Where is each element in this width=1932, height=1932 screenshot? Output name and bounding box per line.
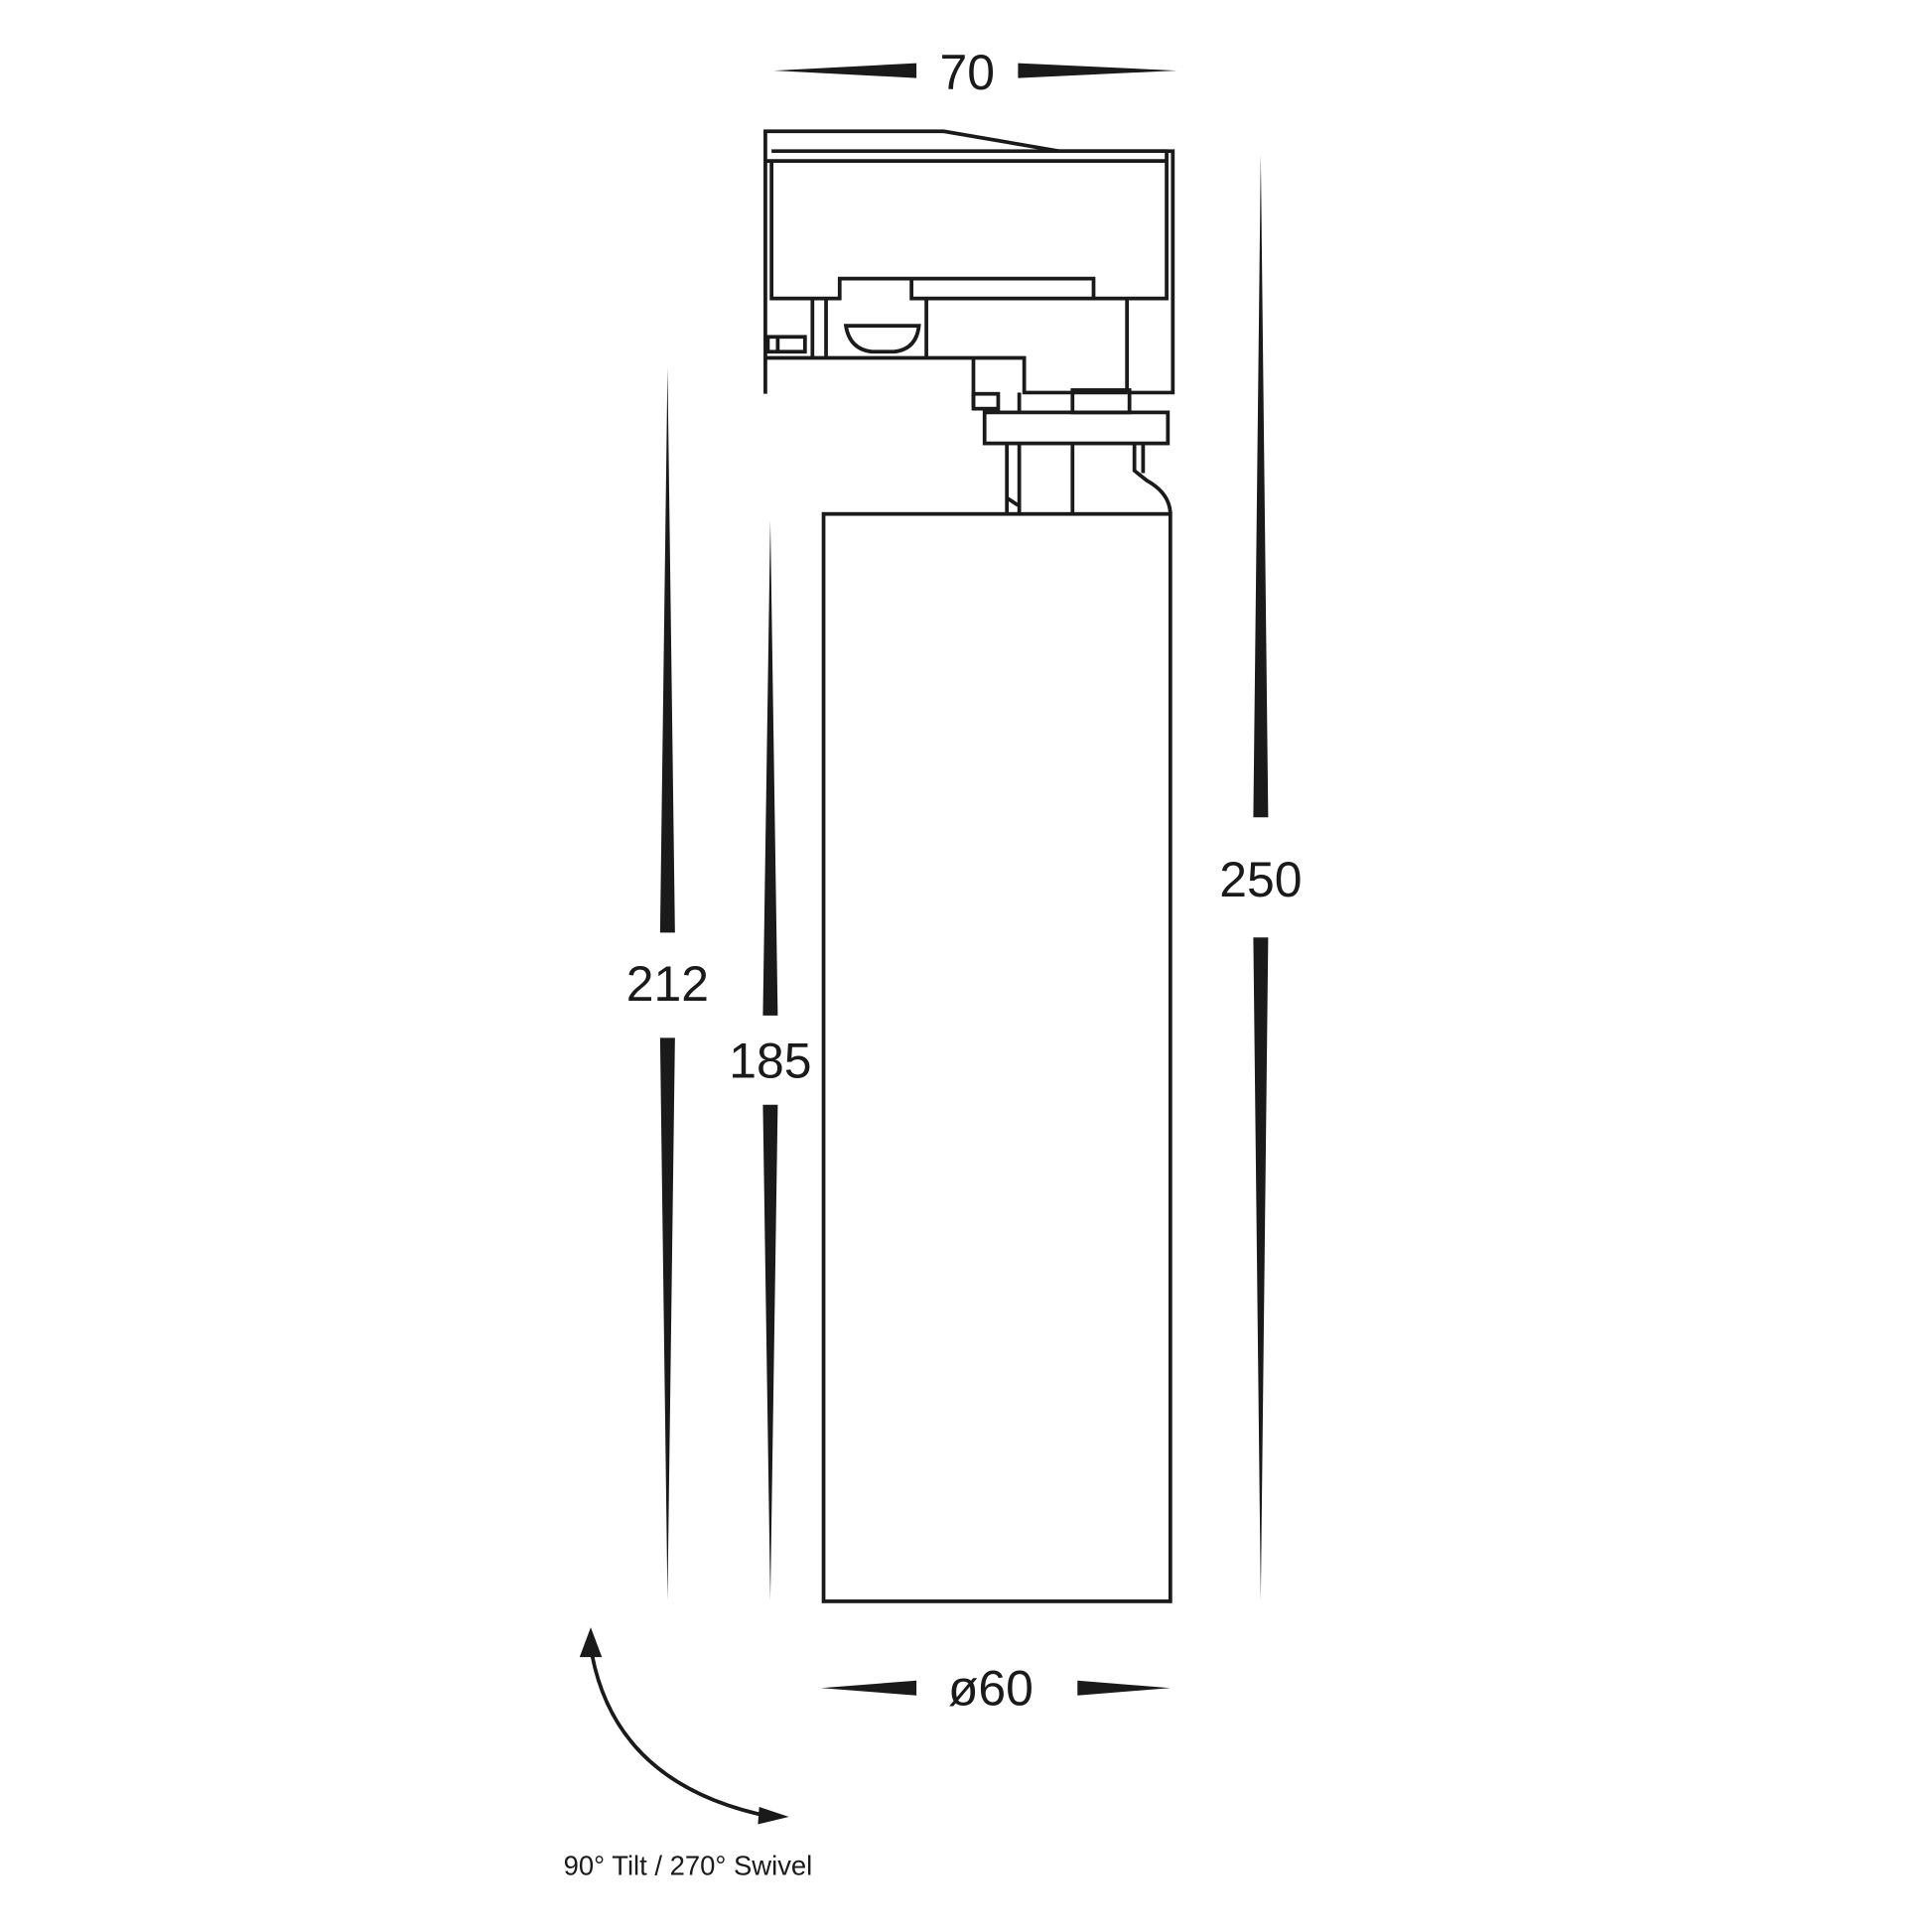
dim-212-top-arrow: [659, 367, 675, 933]
dim-60-left-arrow: [821, 1680, 917, 1696]
dim-185-top-arrow: [762, 519, 778, 1016]
tilt-swivel-note: 90° Tilt / 270° Swivel: [564, 1851, 813, 1881]
dim-diameter-label: ø60: [948, 1661, 1034, 1717]
dimension-arrows: [659, 63, 1269, 1696]
dim-185-bottom-arrow: [762, 1104, 778, 1600]
dim-60-right-arrow: [1077, 1680, 1171, 1696]
dim-250-bottom-arrow: [1253, 937, 1269, 1600]
dim-overall-height-label: 250: [1219, 852, 1302, 907]
dim-70-left-arrow: [773, 63, 917, 78]
track-adapter: [763, 129, 1175, 513]
connector-slot-icon: [843, 324, 921, 354]
tilt-swivel-arrow-icon: [579, 1627, 789, 1825]
dim-70-right-arrow: [1018, 63, 1177, 78]
dim-212-bottom-arrow: [659, 1037, 675, 1600]
dim-width-label: 70: [940, 45, 995, 100]
dim-body-height-label: 185: [729, 1033, 811, 1088]
spotlight-body: [821, 511, 1173, 1603]
dim-250-top-arrow: [1253, 154, 1269, 818]
dim-mount-height-label: 212: [626, 956, 709, 1012]
